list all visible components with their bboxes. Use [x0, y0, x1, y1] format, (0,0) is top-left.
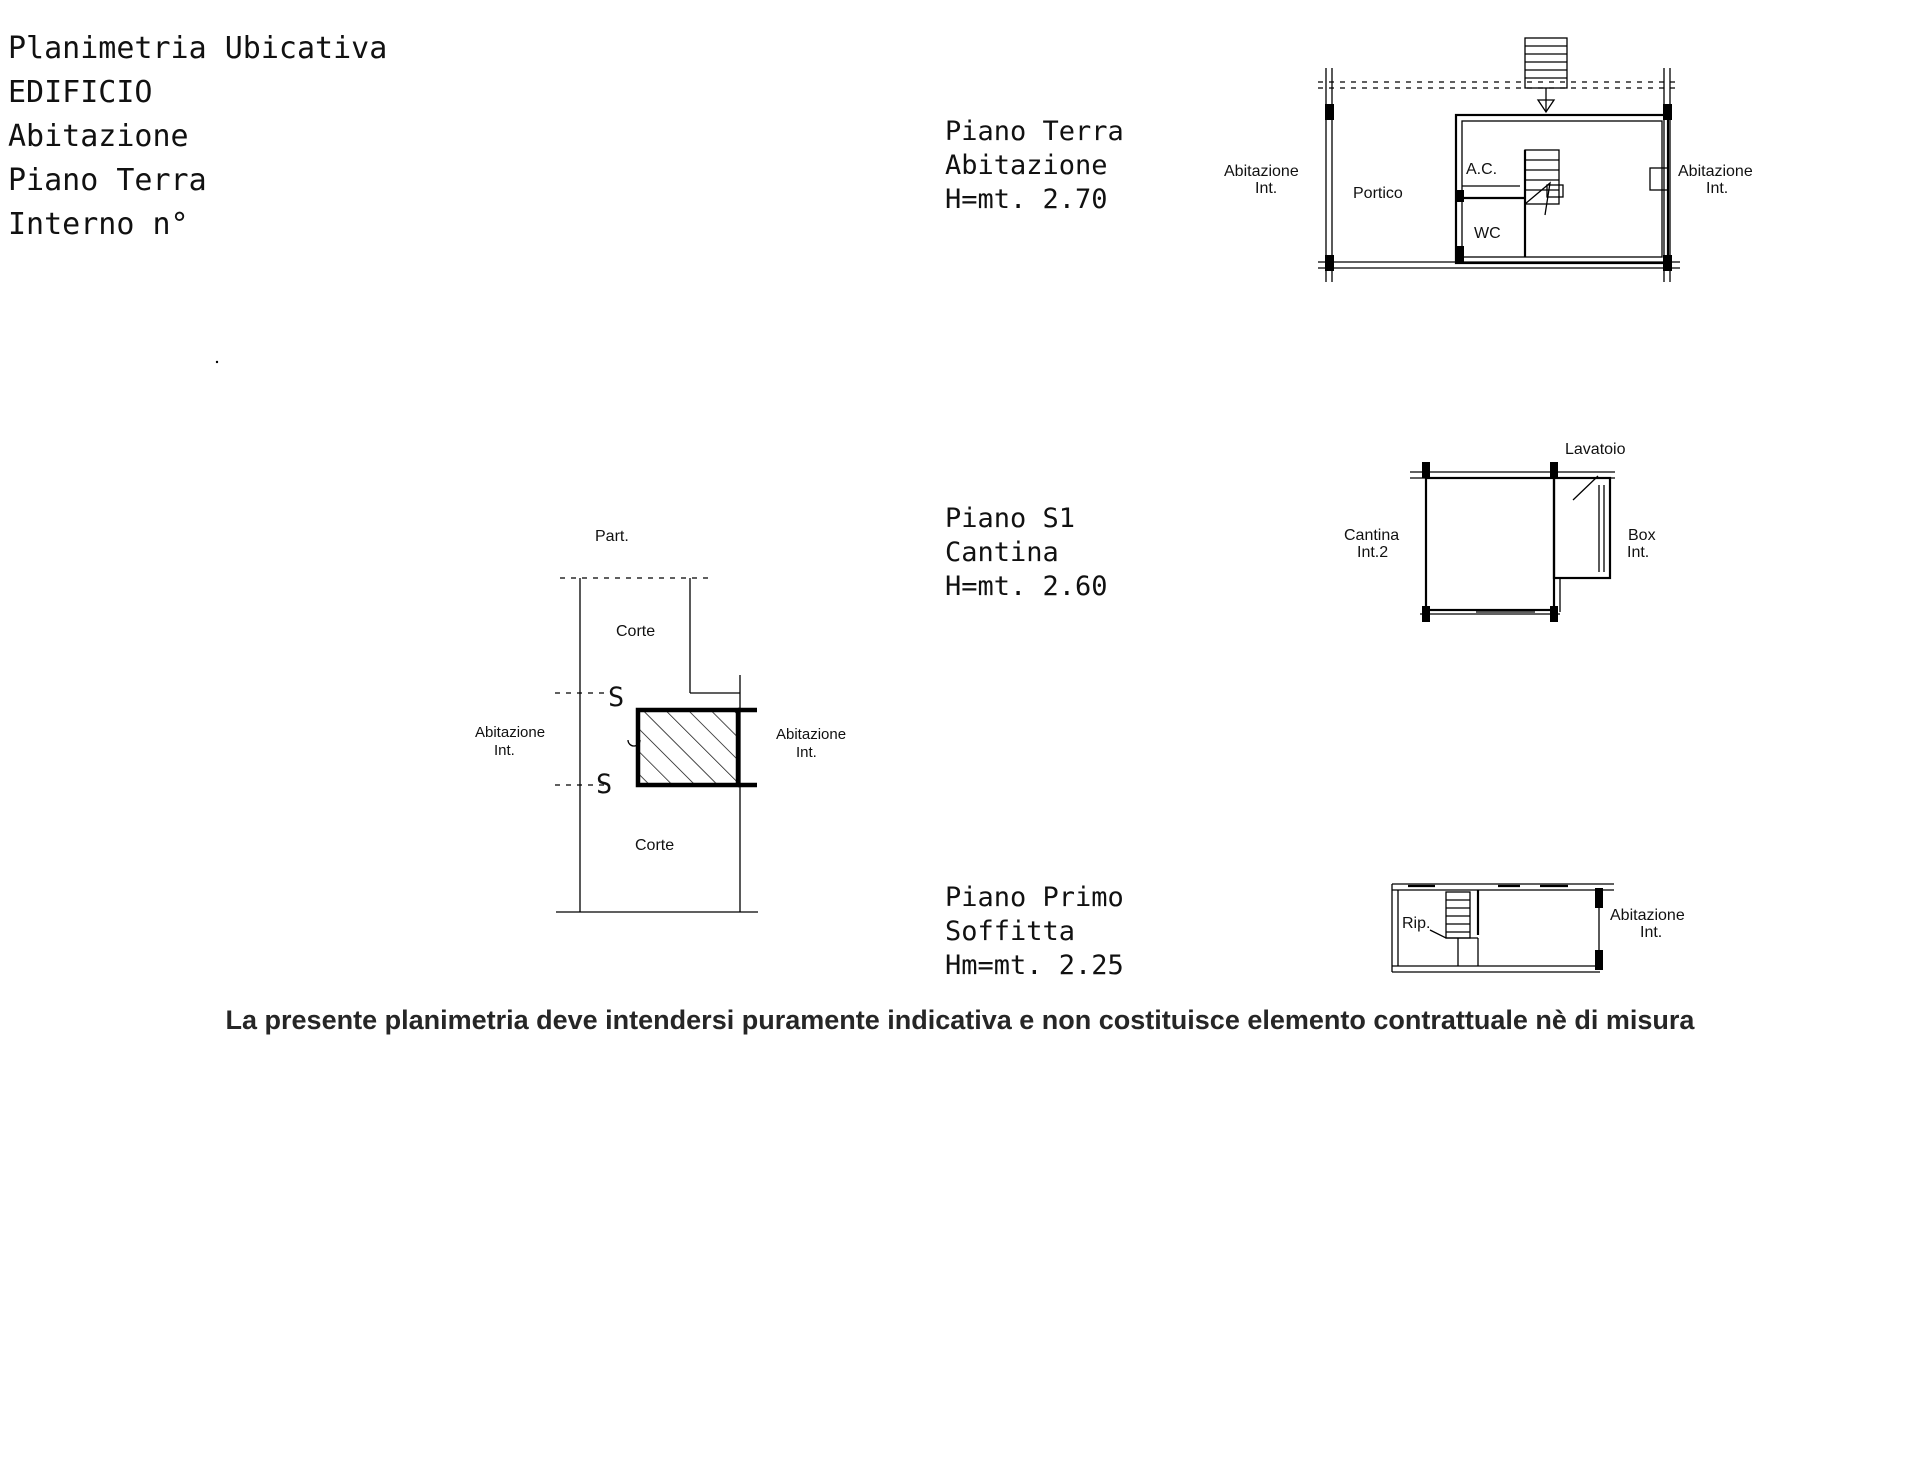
first-neighbor-1: Abitazione	[1610, 907, 1685, 924]
ground-floor-height: H=mt. 2.70	[945, 184, 1108, 215]
ground-right-neighbor-2: Int.	[1706, 180, 1728, 197]
first-neighbor-2: Int.	[1640, 924, 1662, 941]
title-line-5: Interno n°	[8, 207, 189, 242]
site-section-top: S	[608, 682, 624, 713]
basement-box-label-1: Box	[1628, 527, 1656, 544]
site-section-bottom: S	[596, 769, 612, 800]
basement-name: Piano S1	[945, 503, 1075, 534]
first-floor-caption: Piano Primo Soffitta Hm=mt. 2.25	[945, 882, 1124, 981]
site-part-label: Part.	[595, 528, 629, 545]
disclaimer-note: La presente planimetria deve intendersi …	[225, 1005, 1695, 1035]
first-floor-plan: Rip. Abitazione Int.	[1391, 883, 1685, 973]
first-floor-height: Hm=mt. 2.25	[945, 950, 1124, 981]
title-line-4: Piano Terra	[8, 163, 207, 198]
first-rip-label: Rip.	[1402, 915, 1430, 932]
basement-cantina-label-1: Cantina	[1344, 527, 1399, 544]
stray-dot	[215, 360, 219, 364]
hatched-unit	[638, 710, 738, 785]
basement-plan: Lavatoio Cantina Int.2 Box Int.	[1344, 441, 1656, 622]
basement-cantina-label-2: Int.2	[1357, 544, 1388, 561]
ground-wc-label: WC	[1474, 225, 1501, 242]
basement-box-label-2: Int.	[1627, 544, 1649, 561]
ground-floor-caption: Piano Terra Abitazione H=mt. 2.70	[945, 116, 1124, 215]
site-corte-bottom: Corte	[635, 837, 674, 854]
first-floor-name: Piano Primo	[945, 882, 1124, 913]
site-left-neighbor-2: Int.	[494, 742, 515, 759]
site-right-neighbor-1: Abitazione	[776, 726, 846, 743]
site-left-neighbor-1: Abitazione	[475, 724, 545, 741]
ground-ac-label: A.C.	[1466, 161, 1497, 178]
title-line-2: EDIFICIO	[8, 75, 153, 110]
ground-left-neighbor-2: Int.	[1255, 180, 1277, 197]
site-plan: Part. Corte Corte S S Abitazione Int. Ab…	[475, 528, 846, 913]
ground-left-neighbor-1: Abitazione	[1224, 163, 1299, 180]
ground-portico-label: Portico	[1353, 185, 1403, 202]
ground-floor-use: Abitazione	[945, 150, 1108, 181]
title-block: Planimetria Ubicativa EDIFICIO Abitazion…	[8, 31, 387, 364]
basement-lavatoio-label: Lavatoio	[1565, 441, 1626, 458]
site-right-neighbor-2: Int.	[796, 744, 817, 761]
first-floor-use: Soffitta	[945, 916, 1075, 947]
ground-right-neighbor-1: Abitazione	[1678, 163, 1753, 180]
basement-use: Cantina	[945, 537, 1059, 568]
ground-floor-name: Piano Terra	[945, 116, 1124, 147]
site-corte-top: Corte	[616, 623, 655, 640]
basement-caption: Piano S1 Cantina H=mt. 2.60	[945, 503, 1108, 602]
ground-floor-plan: Abitazione Int. Portico A.C. WC Abitazio…	[1224, 37, 1753, 282]
title-line-1: Planimetria Ubicativa	[8, 31, 387, 66]
title-line-3: Abitazione	[8, 119, 189, 154]
basement-height: H=mt. 2.60	[945, 571, 1108, 602]
